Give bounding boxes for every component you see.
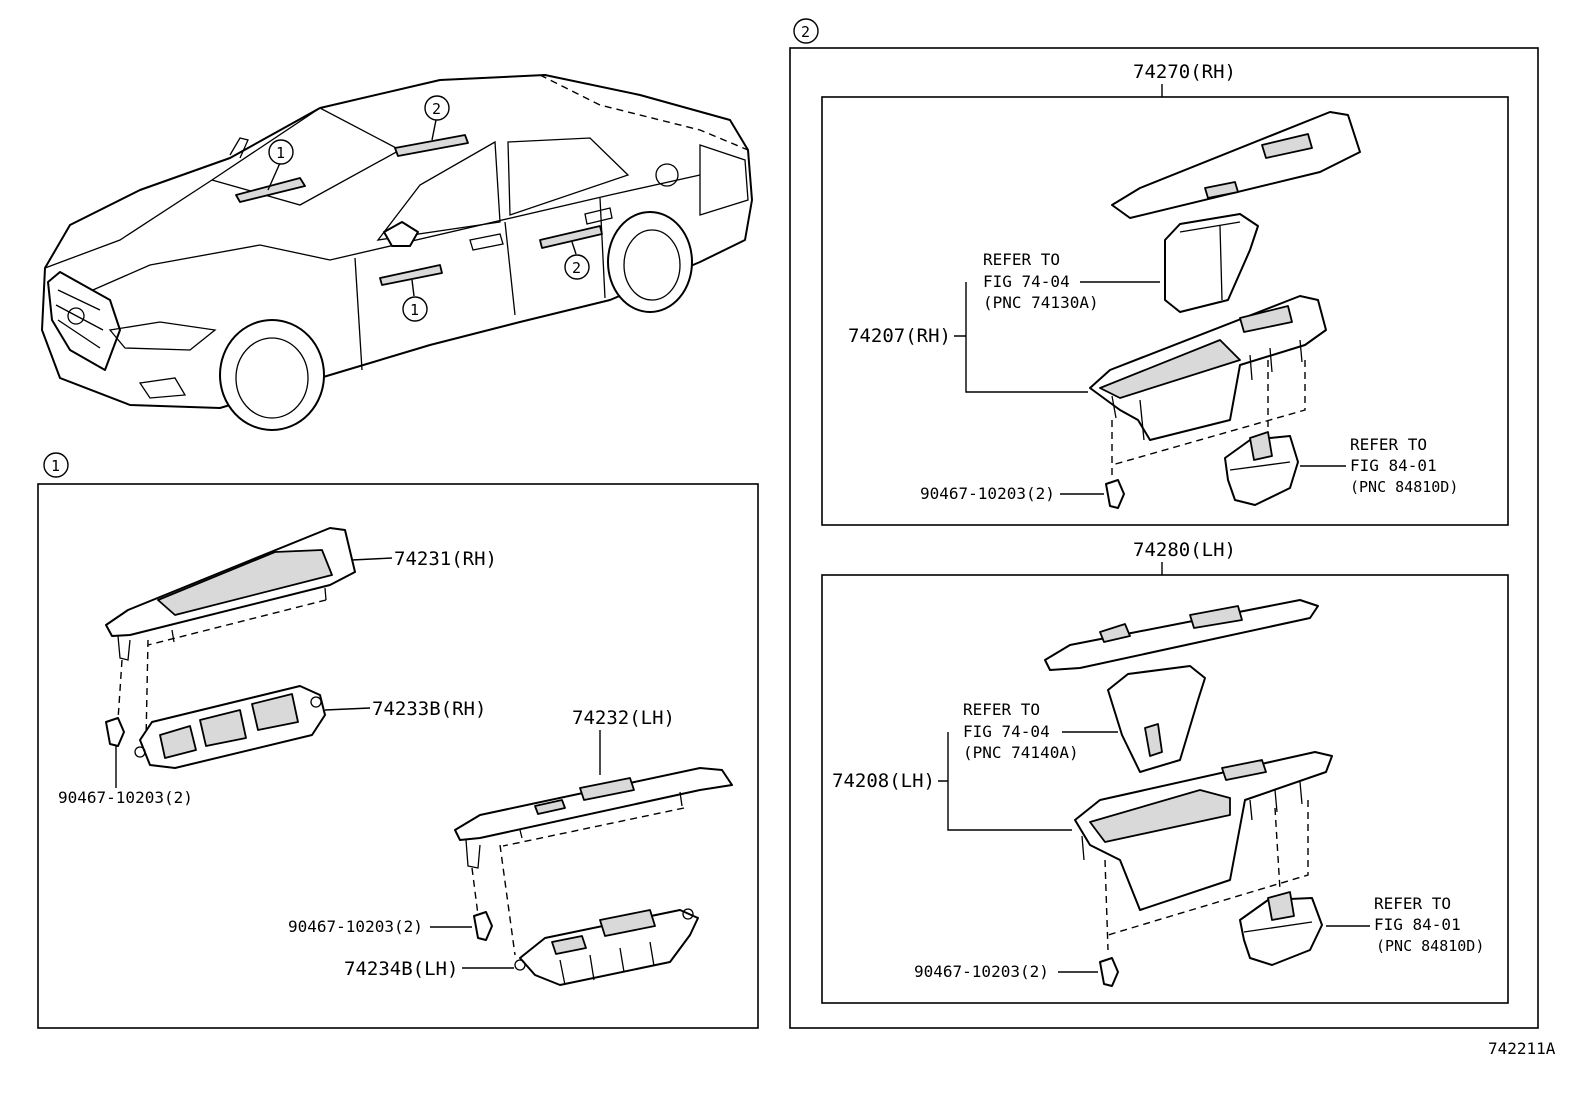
switch-knob-rh	[1164, 213, 1259, 313]
group-2-panel: 2 74270(RH) REFER TO FIG 74-04 (PNC 7413…	[789, 18, 1539, 1029]
label-74232-lh: 74232(LH)	[572, 707, 675, 729]
label-74234b-lh: 74234B(LH)	[344, 958, 458, 980]
clip-lh	[473, 911, 493, 941]
refer-a-rh-line2: FIG 74-04	[983, 272, 1070, 291]
refer-b-rh-line3: (PNC 84810D)	[1350, 478, 1458, 496]
refer-a-lh-line3: (PNC 74140A)	[963, 743, 1079, 762]
switch-74208-lh	[1074, 751, 1333, 951]
figure-number: 742211A	[1488, 1039, 1556, 1058]
bezel-lh-74232	[454, 767, 733, 956]
connector-rh	[1224, 431, 1299, 506]
car-callout-2a: 2	[432, 100, 441, 118]
switch-rh-74233b	[134, 685, 326, 769]
switch-lh-74234b	[514, 908, 699, 986]
switch-knob-lh	[1107, 665, 1206, 773]
connector-lh	[1239, 891, 1323, 966]
bezel-74270-rh	[1111, 111, 1361, 219]
label-74207-rh: 74207(RH)	[848, 325, 951, 347]
group-1-panel: 1 74231(RH) 74233B(RH) 90467-10203(2)	[37, 452, 759, 1029]
refer-b-rh-line2: FIG 84-01	[1350, 456, 1437, 475]
clip-lh-group2	[1099, 957, 1119, 987]
refer-a-rh-line1: REFER TO	[983, 250, 1060, 269]
label-clip-rh: 90467-10203(2)	[58, 788, 193, 807]
label-74208-lh: 74208(LH)	[832, 770, 935, 792]
label-74270-rh: 74270(RH)	[1133, 61, 1236, 83]
refer-a-rh-line3: (PNC 74130A)	[983, 293, 1099, 312]
refer-b-rh-line1: REFER TO	[1350, 435, 1427, 454]
refer-b-lh-line3: (PNC 84810D)	[1376, 937, 1484, 955]
label-clip-rh-group2: 90467-10203(2)	[920, 484, 1055, 503]
car-callout-2b: 2	[572, 259, 581, 277]
refer-a-lh-line2: FIG 74-04	[963, 722, 1050, 741]
refer-b-lh-line2: FIG 84-01	[1374, 915, 1461, 934]
label-clip-lh: 90467-10203(2)	[288, 917, 423, 936]
clip-rh-group2	[1105, 479, 1125, 509]
label-74280-lh: 74280(LH)	[1133, 539, 1236, 561]
group-2-marker: 2	[801, 23, 810, 41]
switch-74207-rh	[1089, 295, 1327, 480]
bezel-rh-74231	[105, 527, 356, 741]
refer-b-lh-line1: REFER TO	[1374, 894, 1451, 913]
label-clip-lh-group2: 90467-10203(2)	[914, 962, 1049, 981]
bezel-74280-lh	[1044, 599, 1319, 671]
car-callout-1a: 1	[276, 144, 285, 162]
clip-rh	[105, 717, 125, 747]
car-illustration: 1 2 1 2	[41, 74, 753, 431]
label-74231-rh: 74231(RH)	[394, 548, 497, 570]
car-callout-1b: 1	[410, 301, 419, 319]
group-1-marker: 1	[51, 457, 60, 475]
label-74233b-rh: 74233B(RH)	[372, 698, 486, 720]
refer-a-lh-line1: REFER TO	[963, 700, 1040, 719]
